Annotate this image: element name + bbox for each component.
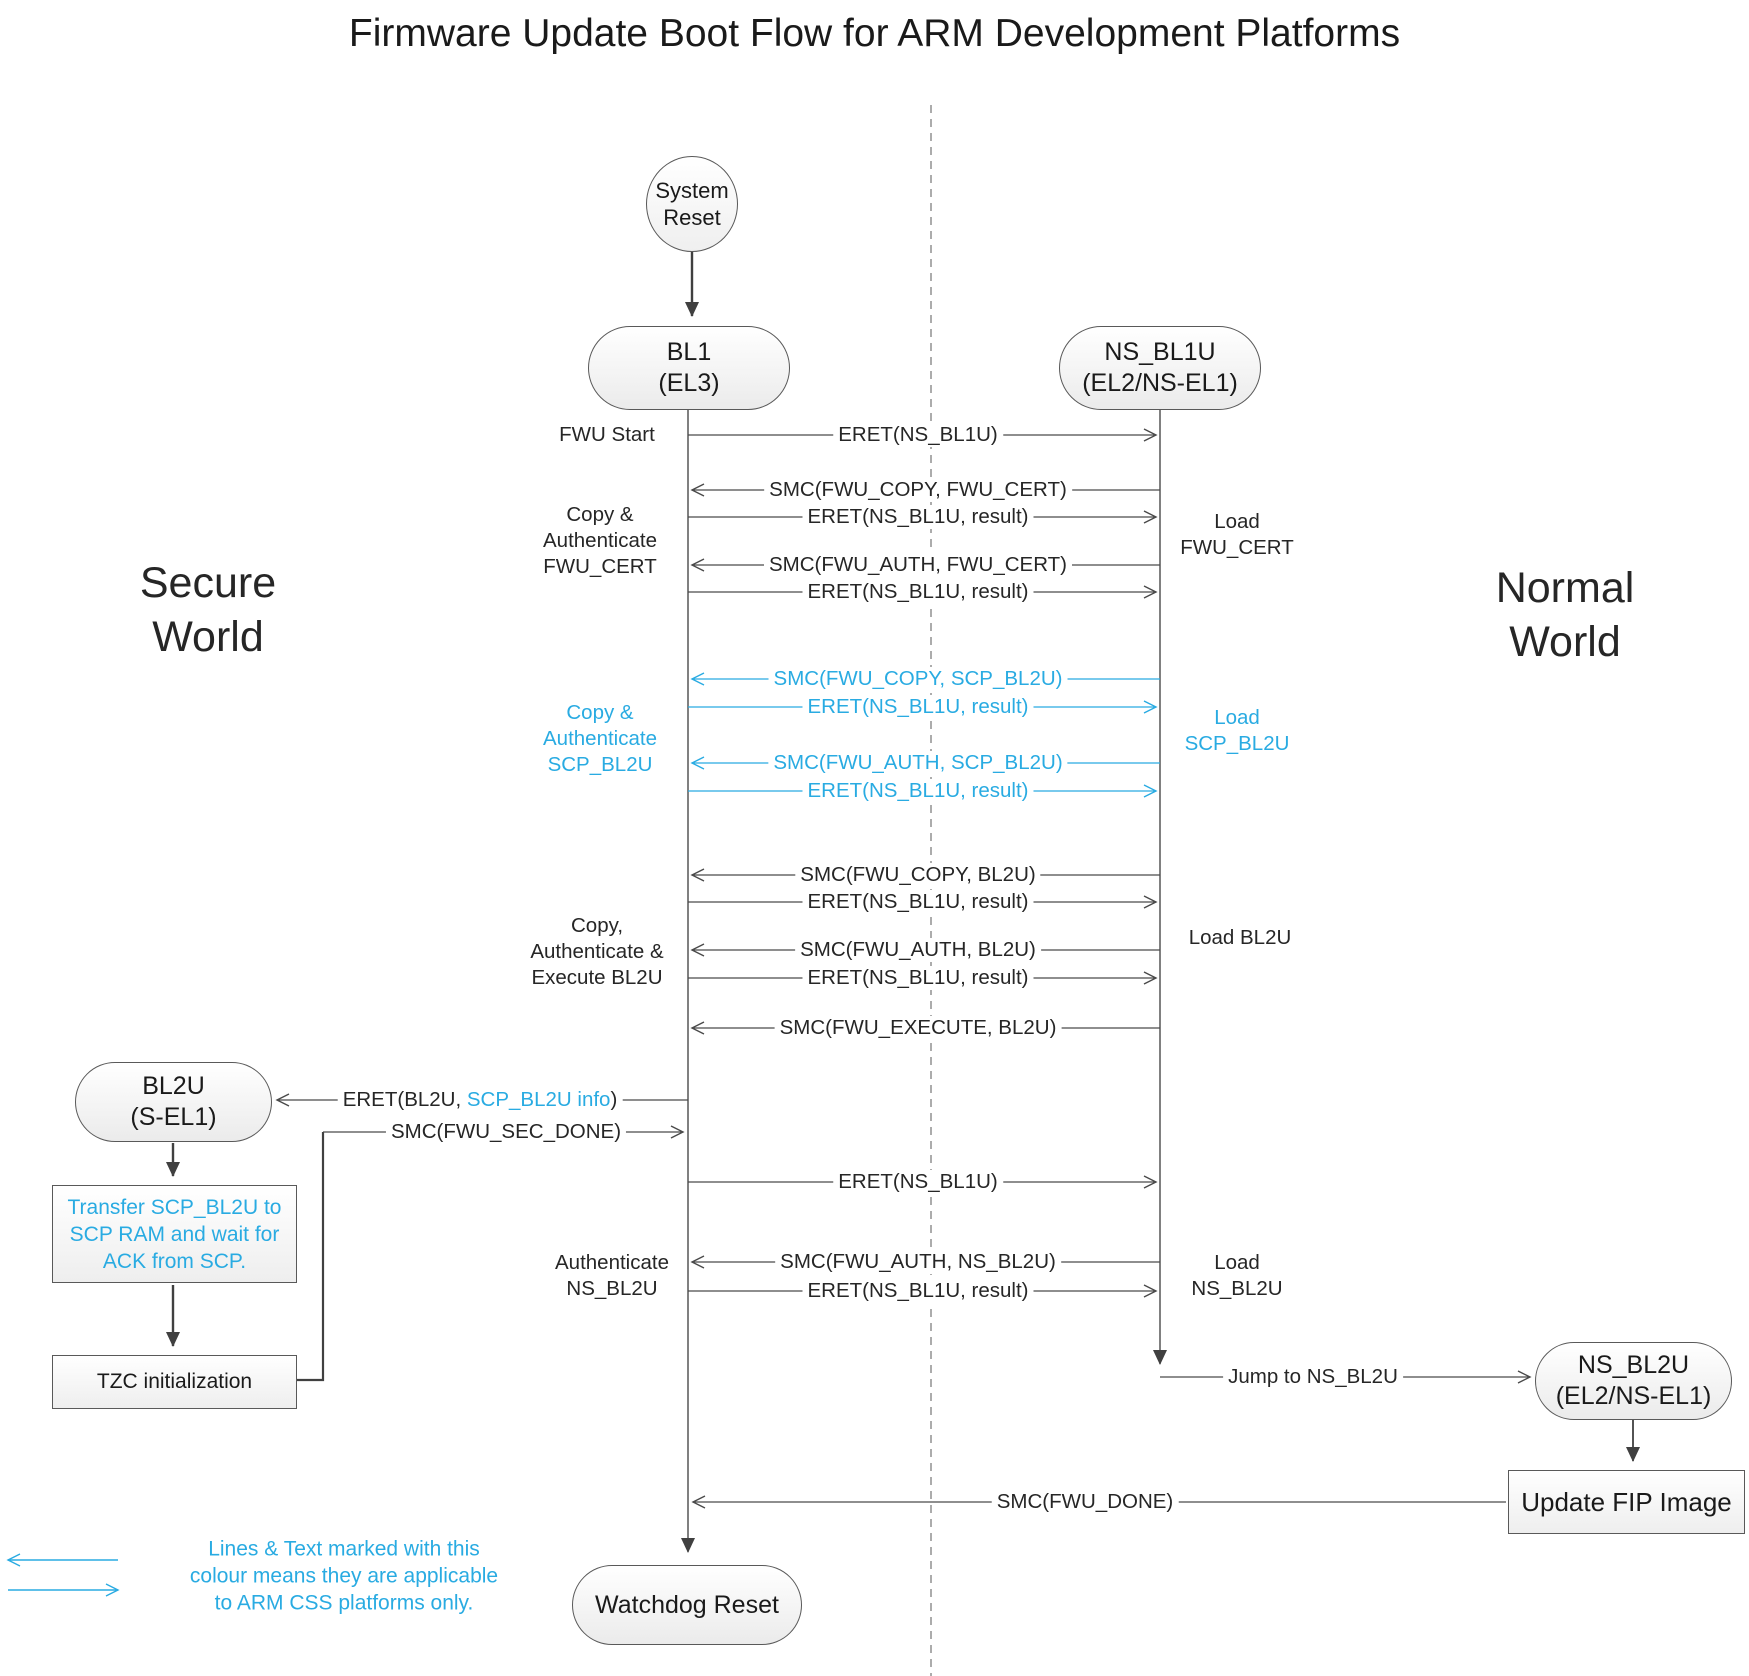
- message-label: SMC(FWU_EXECUTE, BL2U): [774, 1016, 1062, 1040]
- legend-text: Lines & Text marked with this colour mea…: [189, 1537, 499, 1615]
- node-system-reset: System Reset: [646, 156, 738, 252]
- message-label: SMC(FWU_COPY, SCP_BL2U): [768, 667, 1068, 691]
- message-label: SMC(FWU_COPY, BL2U): [795, 863, 1041, 887]
- tzc-to-smc-sec-done-elbow: [297, 1132, 325, 1382]
- message-label: ERET(NS_BL1U): [833, 423, 1003, 447]
- smc-fwu-done-label: SMC(FWU_DONE): [991, 1490, 1179, 1514]
- node-ns-bl2u: NS_BL2U (EL2/NS-EL1): [1535, 1342, 1732, 1420]
- message-label: ERET(NS_BL1U, result): [802, 779, 1034, 803]
- message-label: SMC(FWU_AUTH, FWU_CERT): [764, 553, 1072, 577]
- message-label: SMC(FWU_AUTH, BL2U): [795, 938, 1041, 962]
- message-label: SMC(FWU_AUTH, NS_BL2U): [775, 1250, 1061, 1274]
- side-label: Load BL2U: [1185, 925, 1295, 951]
- tzc-initialization-box: TZC initialization: [52, 1355, 297, 1409]
- transfer-scp-bl2u-box: Transfer SCP_BL2U to SCP RAM and wait fo…: [52, 1185, 297, 1283]
- message-label: ERET(NS_BL1U, result): [802, 505, 1034, 529]
- node-bl2u: BL2U (S-EL1): [75, 1062, 272, 1142]
- message-label: ERET(NS_BL1U, result): [802, 580, 1034, 604]
- message-label: SMC(FWU_COPY, FWU_CERT): [764, 478, 1072, 502]
- secure-world-label: Secure World: [139, 559, 277, 661]
- message-label: ERET(NS_BL1U, result): [802, 966, 1034, 990]
- smc-sec-done-label: SMC(FWU_SEC_DONE): [385, 1120, 627, 1144]
- message-label: ERET(NS_BL1U, result): [802, 695, 1034, 719]
- message-label: ERET(NS_BL1U): [833, 1170, 1003, 1194]
- node-bl1: BL1 (EL3): [588, 326, 790, 410]
- node-watchdog-reset: Watchdog Reset: [572, 1565, 802, 1645]
- message-label: ERET(NS_BL1U, result): [802, 890, 1034, 914]
- jump-to-ns-bl2u-label: Jump to NS_BL2U: [1223, 1365, 1403, 1389]
- side-label: Copy,Authenticate &Execute BL2U: [527, 913, 667, 991]
- message-label: ERET(NS_BL1U, result): [802, 1279, 1034, 1303]
- side-label: FWU Start: [556, 422, 658, 448]
- node-ns-bl1u: NS_BL1U (EL2/NS-EL1): [1059, 326, 1261, 410]
- diagram-title: Firmware Update Boot Flow for ARM Develo…: [348, 12, 1401, 55]
- eret-bl2u-label: ERET(BL2U, SCP_BL2U info): [337, 1088, 623, 1112]
- update-fip-image-box: Update FIP Image: [1508, 1470, 1745, 1534]
- normal-world-label: Normal World: [1495, 564, 1635, 666]
- message-label: SMC(FWU_AUTH, SCP_BL2U): [768, 751, 1068, 775]
